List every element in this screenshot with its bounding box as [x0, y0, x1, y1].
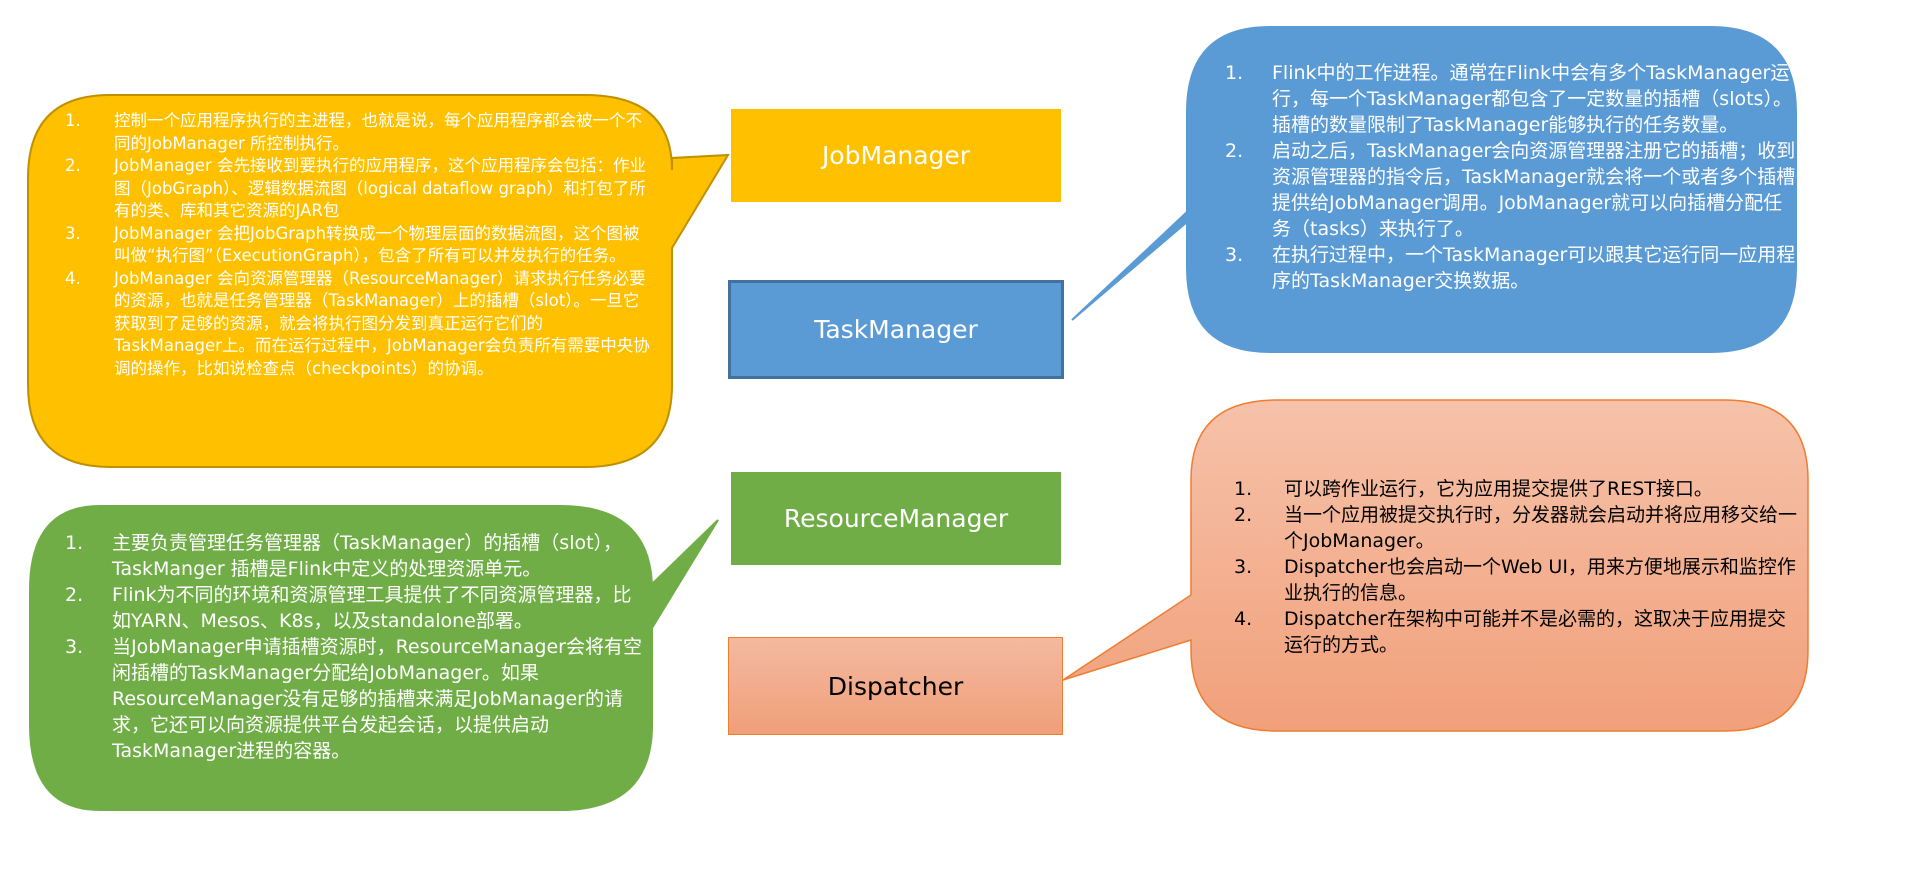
resourcemanager-list: 主要负责管理任务管理器（TaskManager）的插槽（slot），TaskMa… [62, 530, 642, 764]
list-item: JobManager 会把JobGraph转换成一个物理层面的数据流图，这个图被… [65, 223, 640, 266]
resourcemanager-box: ResourceManager [731, 472, 1061, 565]
taskmanager-list: Flink中的工作进程。通常在Flink中会有多个TaskManager运行，每… [1220, 60, 1800, 294]
list-item: Dispatcher也会启动一个Web UI，用来方便地展示和监控作业执行的信息… [1234, 554, 1796, 604]
resourcemanager-callout-text: 主要负责管理任务管理器（TaskManager）的插槽（slot），TaskMa… [62, 530, 642, 764]
list-item: 当一个应用被提交执行时，分发器就会启动并将应用移交给一个JobManager。 [1234, 502, 1798, 552]
list-item: Flink为不同的环境和资源管理工具提供了不同资源管理器，比如YARN、Meso… [65, 582, 632, 632]
jobmanager-callout-text: 控制一个应用程序执行的主进程，也就是说，每个应用程序都会被一个不同的JobMan… [60, 110, 650, 380]
list-item: Dispatcher在架构中可能并不是必需的，这取决于应用提交运行的方式。 [1234, 606, 1786, 656]
list-item: 当JobManager申请插槽资源时，ResourceManager会将有空闲插… [65, 634, 642, 762]
taskmanager-callout-text: Flink中的工作进程。通常在Flink中会有多个TaskManager运行，每… [1220, 60, 1800, 294]
jobmanager-list: 控制一个应用程序执行的主进程，也就是说，每个应用程序都会被一个不同的JobMan… [60, 110, 650, 380]
taskmanager-label: TaskManager [814, 315, 978, 344]
taskmanager-box: TaskManager [728, 280, 1064, 379]
dispatcher-box: Dispatcher [728, 637, 1063, 735]
list-item: 控制一个应用程序执行的主进程，也就是说，每个应用程序都会被一个不同的JobMan… [65, 110, 642, 153]
list-item: 启动之后，TaskManager会向资源管理器注册它的插槽；收到资源管理器的指令… [1225, 138, 1796, 240]
list-item: 在执行过程中，一个TaskManager可以跟其它运行同一应用程序的TaskMa… [1225, 242, 1796, 292]
dispatcher-callout-text: 可以跨作业运行，它为应用提交提供了REST接口。 当一个应用被提交执行时，分发器… [1232, 476, 1802, 658]
jobmanager-box: JobManager [731, 109, 1061, 202]
dispatcher-label: Dispatcher [827, 671, 964, 701]
jobmanager-label: JobManager [821, 141, 971, 170]
list-item: JobManager 会向资源管理器（ResourceManager）请求执行任… [65, 268, 650, 378]
list-item: Flink中的工作进程。通常在Flink中会有多个TaskManager运行，每… [1225, 60, 1792, 136]
list-item: JobManager 会先接收到要执行的应用程序，这个应用程序会包括：作业图（J… [65, 155, 647, 220]
resourcemanager-label: ResourceManager [783, 504, 1009, 533]
list-item: 主要负责管理任务管理器（TaskManager）的插槽（slot），TaskMa… [65, 530, 623, 580]
dispatcher-list: 可以跨作业运行，它为应用提交提供了REST接口。 当一个应用被提交执行时，分发器… [1232, 476, 1802, 658]
list-item: 可以跨作业运行，它为应用提交提供了REST接口。 [1234, 476, 1713, 502]
